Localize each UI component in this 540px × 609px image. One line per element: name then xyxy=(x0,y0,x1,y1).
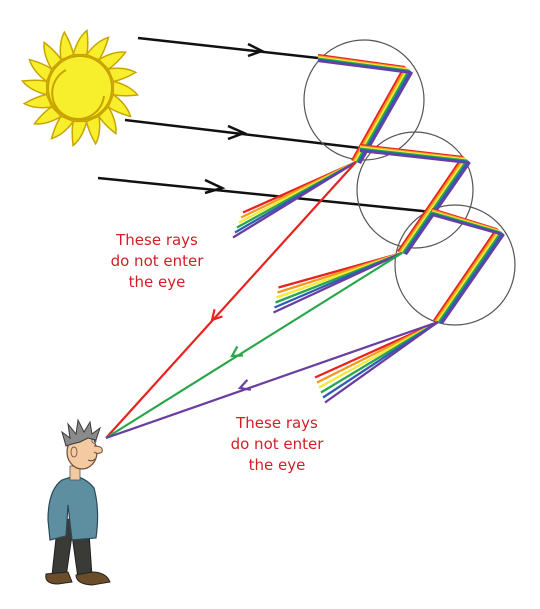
sun-ray-flare xyxy=(72,28,89,56)
ray-1-arrow xyxy=(247,42,266,58)
sun-ray-flare xyxy=(22,93,53,109)
drop3-inner-1 xyxy=(431,209,499,322)
upper-annotation-line-3: the eye xyxy=(128,273,186,291)
violet-ray-arrow xyxy=(237,379,252,391)
incoming-sunlight-rays xyxy=(97,36,433,214)
drop3-inner-2 xyxy=(431,210,501,323)
sun-ray-flare xyxy=(107,67,138,83)
sun-ray-flare xyxy=(107,93,132,118)
raindrops xyxy=(303,39,516,326)
sun-ray-flare xyxy=(32,105,63,125)
raindrop-circle-3 xyxy=(394,204,516,326)
observer-right-shoe xyxy=(75,571,111,586)
incoming-ray-3 xyxy=(97,176,433,214)
upper-annotation: These rays do not enter the eye xyxy=(98,230,216,293)
sun-ray-flare xyxy=(85,115,101,146)
green-ray-arrow xyxy=(230,345,244,358)
sun-ray-flare xyxy=(112,80,140,97)
incoming-ray-1 xyxy=(137,36,319,60)
observer-hair xyxy=(61,418,101,447)
sun-ray-flare xyxy=(50,115,75,140)
dispersed-spectral-rays xyxy=(105,53,505,440)
drop3-inner-5 xyxy=(431,213,505,325)
sun-ray-flare xyxy=(20,79,48,96)
sun-icon xyxy=(20,28,140,148)
violet-ray-to-eye xyxy=(105,320,439,440)
drop2-inner-4 xyxy=(359,148,470,255)
red-ray-to-eye xyxy=(105,161,357,439)
ray-3-arrow xyxy=(204,178,226,195)
sun-ray-flare xyxy=(97,51,128,71)
sun-ray-flare xyxy=(71,120,88,148)
observer-jacket xyxy=(47,475,99,541)
drop3-exit-5 xyxy=(324,321,439,404)
sun-ray-flare xyxy=(28,58,53,83)
sun-ray-flare xyxy=(97,105,117,136)
lower-annotation-line-3: the eye xyxy=(248,456,306,474)
upper-annotation-line-1: These rays xyxy=(116,231,198,249)
red-ray-arrow xyxy=(210,309,223,322)
raindrop-circle-1 xyxy=(303,39,425,161)
observer-left-shoe xyxy=(45,571,73,585)
lower-annotation-line-2: do not enter xyxy=(230,435,324,453)
sun-ray-flare xyxy=(59,30,75,61)
lower-annotation-line-1: These rays xyxy=(236,414,318,432)
green-ray-to-eye xyxy=(105,252,403,439)
raindrop-circle-2 xyxy=(356,131,474,249)
sun-ray-flare xyxy=(85,36,110,61)
drop3-inner-3 xyxy=(431,211,502,323)
drop2-inner-3 xyxy=(359,147,468,254)
upper-annotation-line-2: do not enter xyxy=(110,252,204,270)
drop1-exit-5 xyxy=(232,161,357,239)
person-icon xyxy=(45,418,111,586)
drop2-exit-5 xyxy=(273,251,403,314)
drop1-inner-5 xyxy=(317,59,413,165)
sun-ray-flare xyxy=(43,40,63,71)
lower-annotation: These rays do not enter the eye xyxy=(218,413,336,476)
drop2-inner-5 xyxy=(359,149,471,256)
ray-2-arrow xyxy=(227,124,248,141)
